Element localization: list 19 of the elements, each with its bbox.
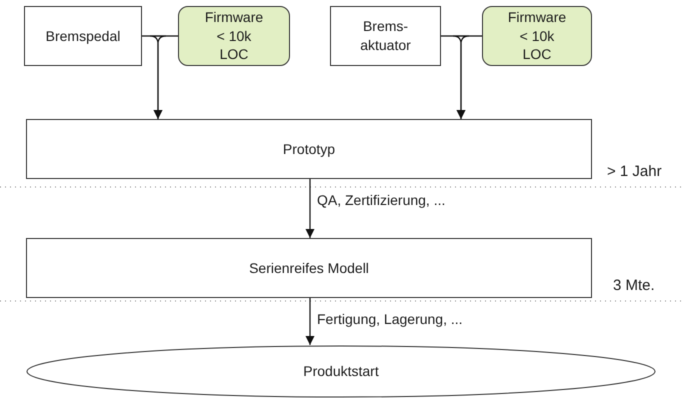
node-label: Produktstart [302, 362, 380, 381]
node-label: Firmware < 10k LOC [204, 8, 264, 64]
process-box [24, 6, 142, 66]
terminal-ellipse [26, 345, 656, 398]
node-label: Serienreifes Modell [248, 258, 370, 278]
software-box [482, 6, 592, 66]
node-label: Firmware < 10k LOC [506, 8, 568, 64]
arrow [306, 298, 314, 345]
process-box [26, 238, 592, 298]
node-label: Bremspedal [44, 26, 122, 46]
node-label: Brems- aktuator [359, 17, 412, 55]
edge-label: QA, Zertifizierung, ... [315, 192, 448, 208]
arrow [452, 35, 482, 119]
software-box [178, 6, 290, 66]
process-box [26, 119, 592, 179]
arrow [306, 179, 314, 238]
process-box [330, 6, 441, 66]
arrow [149, 35, 178, 119]
node-label: Prototyp [282, 140, 336, 158]
